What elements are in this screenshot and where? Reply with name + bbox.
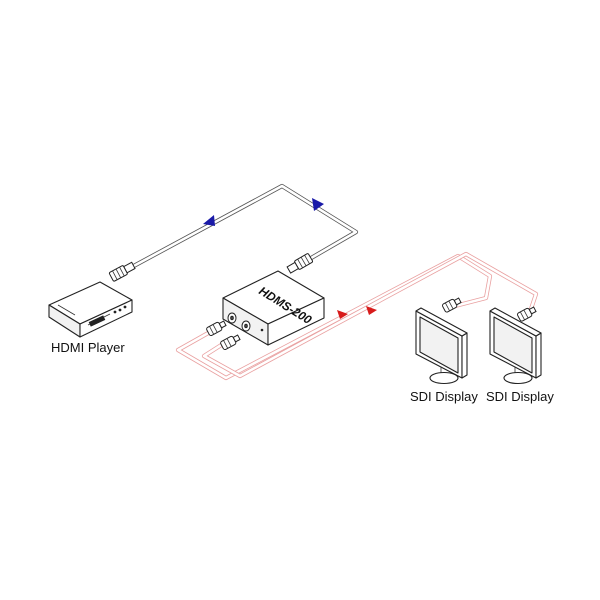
hdmi-cable (127, 183, 359, 271)
sdi-signal-arrow-2 (366, 306, 377, 315)
sdi-display-1 (415, 307, 468, 385)
sdi-signal-arrow-1 (337, 310, 348, 319)
hdmi-plug-icon (286, 253, 313, 274)
bnc-plug-icon (206, 320, 227, 336)
player-button (123, 305, 127, 309)
hdmi-player-label: HDMI Player (51, 340, 125, 355)
hdmi-plug-icon (108, 261, 136, 282)
sdi-cable-2 (201, 251, 539, 379)
player-button (113, 310, 117, 314)
hdmi-player-device (48, 281, 133, 338)
bnc-plug-icon (442, 297, 462, 313)
sdi-display-2 (489, 307, 542, 385)
hdms-200-converter: HDMS-200 (222, 270, 325, 346)
player-button (118, 308, 122, 312)
sdi-display-2-label: SDI Display (486, 389, 554, 404)
bnc-port (241, 320, 251, 332)
power-led (260, 328, 264, 332)
bnc-port (227, 312, 237, 324)
sdi-display-1-label: SDI Display (410, 389, 478, 404)
hdmi-signal-arrow-2 (312, 198, 324, 211)
hdmi-signal-arrow-1 (203, 215, 215, 226)
bnc-plug-icon (220, 334, 241, 350)
bnc-plug-icon (517, 306, 537, 322)
player-display-panel (88, 315, 106, 327)
